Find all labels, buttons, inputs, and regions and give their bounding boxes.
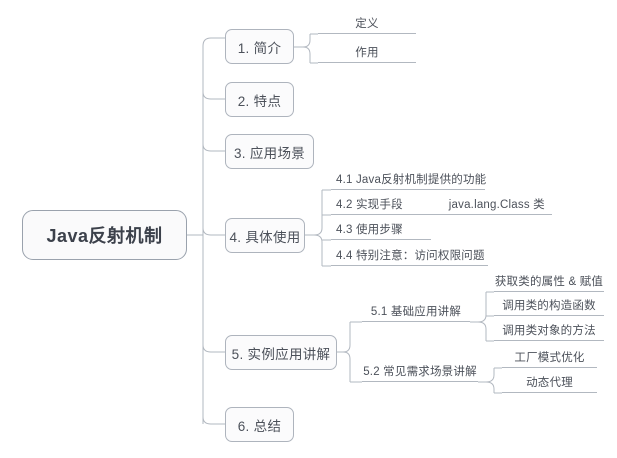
edge-trunk-b3 bbox=[202, 143, 225, 152]
branch-node-6-label: 6. 总结 bbox=[237, 418, 282, 434]
branch-node-4-label: 4. 具体使用 bbox=[229, 229, 301, 245]
branch-node-3-label: 3. 应用场景 bbox=[233, 145, 306, 161]
leaf-4-1[interactable]: 4.1 Java反射机制提供的功能 bbox=[331, 172, 487, 190]
leaf-define-label: 定义 bbox=[355, 18, 379, 30]
branch-node-1-label: 1. 简介 bbox=[237, 40, 282, 56]
branch-node-2[interactable]: 2. 特点 bbox=[225, 82, 294, 117]
leaf-define[interactable]: 定义 bbox=[318, 16, 416, 34]
leaf-4-1-label: 4.1 Java反射机制提供的功能 bbox=[336, 174, 487, 186]
edge-b1-out-up bbox=[294, 34, 311, 48]
leaf-5-1[interactable]: 5.1 基础应用讲解 bbox=[362, 304, 470, 322]
root-node-label: Java反射机制 bbox=[46, 226, 163, 246]
leaf-5-2-1[interactable]: 工厂模式优化 bbox=[502, 350, 597, 368]
branch-node-4[interactable]: 4. 具体使用 bbox=[225, 218, 305, 253]
root-node[interactable]: Java反射机制 bbox=[22, 210, 187, 260]
leaf-5-2-label: 5.2 常见需求场景讲解 bbox=[363, 366, 477, 378]
leaf-5-1-3-label: 调用类对象的方法 bbox=[502, 325, 596, 337]
edge-b52-up bbox=[478, 368, 495, 383]
edge-b4-spine-down bbox=[305, 234, 323, 266]
leaf-4-2[interactable]: 4.2 实现手段 java.lang.Class 类 bbox=[331, 197, 552, 215]
leaf-4-3[interactable]: 4.3 使用步骤 bbox=[331, 222, 431, 240]
edge-b5-spine-down bbox=[337, 351, 351, 382]
edge-b52-down bbox=[478, 381, 495, 393]
edge-trunk-b6 bbox=[202, 416, 225, 425]
leaf-4-4-label: 4.4 特别注意：访问权限问题 bbox=[336, 250, 485, 262]
leaf-function-label: 作用 bbox=[355, 47, 379, 59]
leaf-function[interactable]: 作用 bbox=[318, 45, 416, 63]
leaf-5-2[interactable]: 5.2 常见需求场景讲解 bbox=[362, 364, 478, 382]
branch-node-5[interactable]: 5. 实例应用讲解 bbox=[225, 335, 337, 370]
leaf-4-3-label: 4.3 使用步骤 bbox=[336, 224, 403, 236]
edge-b4-spine-up bbox=[305, 190, 323, 236]
leaf-5-2-1-label: 工厂模式优化 bbox=[514, 352, 585, 364]
branch-node-2-label: 2. 特点 bbox=[237, 93, 282, 109]
leaf-5-1-1[interactable]: 获取类的属性 & 赋值 bbox=[494, 274, 604, 292]
leaf-5-1-2-label: 调用类的构造函数 bbox=[502, 300, 596, 312]
branch-node-6[interactable]: 6. 总结 bbox=[225, 407, 294, 442]
leaf-5-2-2[interactable]: 动态代理 bbox=[502, 375, 597, 393]
edge-b5-spine-up bbox=[337, 322, 351, 353]
leaf-4-2-label: 4.2 实现手段 bbox=[336, 199, 403, 211]
edge-trunk-b1 bbox=[202, 37, 225, 54]
leaf-4-4[interactable]: 4.4 特别注意：访问权限问题 bbox=[331, 248, 488, 266]
leaf-5-1-3[interactable]: 调用类对象的方法 bbox=[494, 323, 604, 341]
edge-b51-up bbox=[470, 292, 487, 323]
edge-trunk-b4 bbox=[202, 227, 225, 236]
leaf-4-2-extra: java.lang.Class 类 bbox=[448, 199, 545, 211]
edge-trunk-b5 bbox=[202, 344, 225, 353]
leaf-5-1-label: 5.1 基础应用讲解 bbox=[370, 306, 462, 318]
branch-node-3[interactable]: 3. 应用场景 bbox=[225, 134, 314, 169]
edge-b1-out-down bbox=[294, 46, 311, 63]
edge-trunk-b2 bbox=[202, 91, 225, 100]
leaf-5-1-1-label: 获取类的属性 & 赋值 bbox=[494, 276, 604, 288]
leaf-5-1-2[interactable]: 调用类的构造函数 bbox=[494, 298, 604, 316]
branch-node-1[interactable]: 1. 简介 bbox=[225, 29, 294, 64]
edge-b51-down bbox=[470, 321, 487, 341]
leaf-5-2-2-label: 动态代理 bbox=[526, 377, 573, 389]
branch-node-5-label: 5. 实例应用讲解 bbox=[231, 346, 331, 362]
